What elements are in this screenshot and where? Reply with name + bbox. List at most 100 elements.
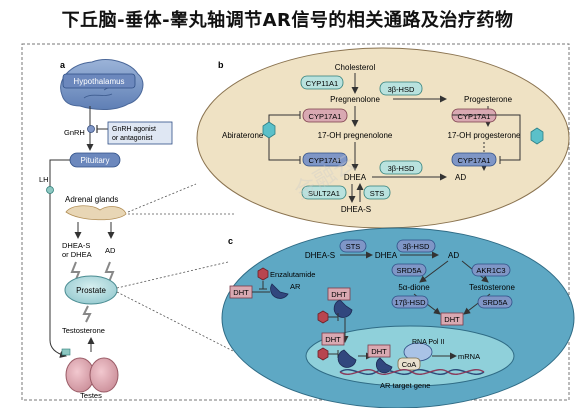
testosterone-label-a: Testosterone [62,326,105,335]
abiraterone-inhibit-right [452,114,521,164]
hsd-mid-label: 3β-HSD [388,164,415,173]
cyp17a1-left-top-enzyme [302,108,348,123]
abiraterone-drug-icon [262,121,276,139]
dht-right-label: DHT [444,315,460,324]
lh-line [49,159,70,340]
hsd-top-enzyme [379,81,423,96]
hypothalamus-label: Hypothalamus [73,77,124,86]
enzalutamide-label: Enzalutamide [270,270,315,279]
hsd17-label: 17β-HSD [395,298,427,307]
prostate-zoom-lines [116,261,236,353]
adrenal-gland-icon [65,205,127,221]
ar-receptor-nuc-icon [337,349,357,368]
oh-progesterone-label: 17-OH progesterone [448,131,521,140]
akr1c3-label: AKR1C3 [476,266,505,275]
sts-enzyme-c [339,239,367,253]
sts-label-c: STS [346,242,361,251]
cyp17a1-right-bottom-enzyme [451,152,497,167]
enzalutamide-drug-icon [257,267,269,281]
dht-left-label: DHT [233,288,249,297]
cyp17a1-left-top-label: CYP17A1 [309,112,342,121]
rna-pol-label: RNA Pol II [412,339,444,346]
ar-label: AR [290,282,301,291]
dht-right-box [440,312,464,326]
lh-receptor-icon [61,348,71,356]
dht-mid-label: DHT [331,290,347,299]
hsd-mid-enzyme [379,160,423,175]
dhea-s-label-b: DHEA-S [341,205,371,214]
gnrh-drug-box [107,121,173,145]
abiraterone-inhibit-top [268,111,301,122]
ad-label-a: AD [105,246,116,255]
ad-label-b: AD [455,173,466,182]
gnrh-drug-line2: or antagonist [112,135,153,142]
srd5a-right-enzyme [477,295,513,309]
oh-pregnenolone-label: 17-OH pregnenolone [318,131,393,140]
hsd-top-label: 3β-HSD [388,85,415,94]
sts-enzyme-b [363,185,391,200]
ar-receptor-icon [270,283,289,299]
cyp17a1-right-bottom-label: CYP17A1 [458,156,491,165]
lightning-bottom-icon [82,305,92,323]
cholesterol-label: Cholesterol [335,63,376,72]
gnrh-drug-line1: GnRH agonist [112,126,156,133]
srd5a-left-enzyme [391,263,427,277]
cyp17a1-right-top-label: CYP17A1 [458,112,491,121]
prostate-icon [64,275,118,305]
gnrh-molecule-icon [87,125,95,133]
testes-label: Testes [80,391,102,400]
abiraterone-inhibit-bottom [268,138,301,164]
srd5a-right-label: SRD5A [482,298,507,307]
progesterone-label: Progesterone [464,95,513,104]
hypothalamus-box [62,73,136,89]
alpha-dione-label: 5α-dione [398,283,430,292]
ad-dione-arrow [419,260,449,283]
pituitary-label: Pituitary [81,156,110,165]
hsd-enzyme-c [396,239,436,253]
dht-nuc-mid-box [367,344,391,358]
lh-label: LH [39,175,49,184]
dna-strand-b [339,369,485,375]
dhea-s-line2: or DHEA [62,250,92,259]
sult2a1-label: SULT2A1 [308,189,340,198]
enzalutamide-mid-icon [317,310,329,324]
adrenal-label: Adrenal glands [65,195,118,204]
cyp11a1-label: CYP11A1 [306,79,338,88]
page-title: 下丘脑-垂体-睾丸轴调节AR信号的相关通路及治疗药物 [61,10,514,31]
adrenal-zoom-lines [127,183,236,215]
abiraterone-label: Abiraterone [222,131,264,140]
hsd-label-c: 3β-HSD [403,242,430,251]
sult2a1-enzyme [301,185,347,200]
sts-label-b: STS [370,189,385,198]
figure-frame [21,43,570,401]
dht-nuc-mid-label: DHT [371,347,387,356]
ar-target-label: AR target gene [380,381,430,390]
panel-b-label: b [218,60,224,70]
enzalutamide-inhibit [259,281,267,290]
panel-a-label: a [60,60,66,70]
abiraterone-drug-icon-right [530,127,544,145]
gnrh-label: GnRH [64,128,85,137]
ad-label-c: AD [448,251,459,260]
dhea-s-line1: DHEA-S [62,241,90,250]
cyp17a1-left-bottom-label: CYP17A1 [309,156,342,165]
hsd17-enzyme [391,295,429,309]
lightning-right-icon [104,261,115,283]
enzalutamide-mid-inhibit [328,313,339,321]
cyp17a1-left-bottom-enzyme [302,152,348,167]
coa-label: CoA [402,360,417,369]
pregnenolone-label: Pregnenolone [330,95,380,104]
dht-nuc-left-label: DHT [325,335,341,344]
enzalutamide-nuc-icon [317,347,329,361]
dht-nuc-left-box [321,332,345,346]
mrna-label: mRNA [458,352,480,361]
dhea-s-label-c: DHEA-S [305,251,335,260]
testosterone-label-c: Testosterone [469,283,515,292]
ar-receptor-dna-icon [375,357,393,374]
lh-molecule-icon [46,186,54,194]
ar-receptor-mid-icon [333,299,353,318]
srd5a-left-label: SRD5A [396,266,421,275]
testis-right-icon [89,357,119,393]
prostate-label: Prostate [76,286,106,295]
